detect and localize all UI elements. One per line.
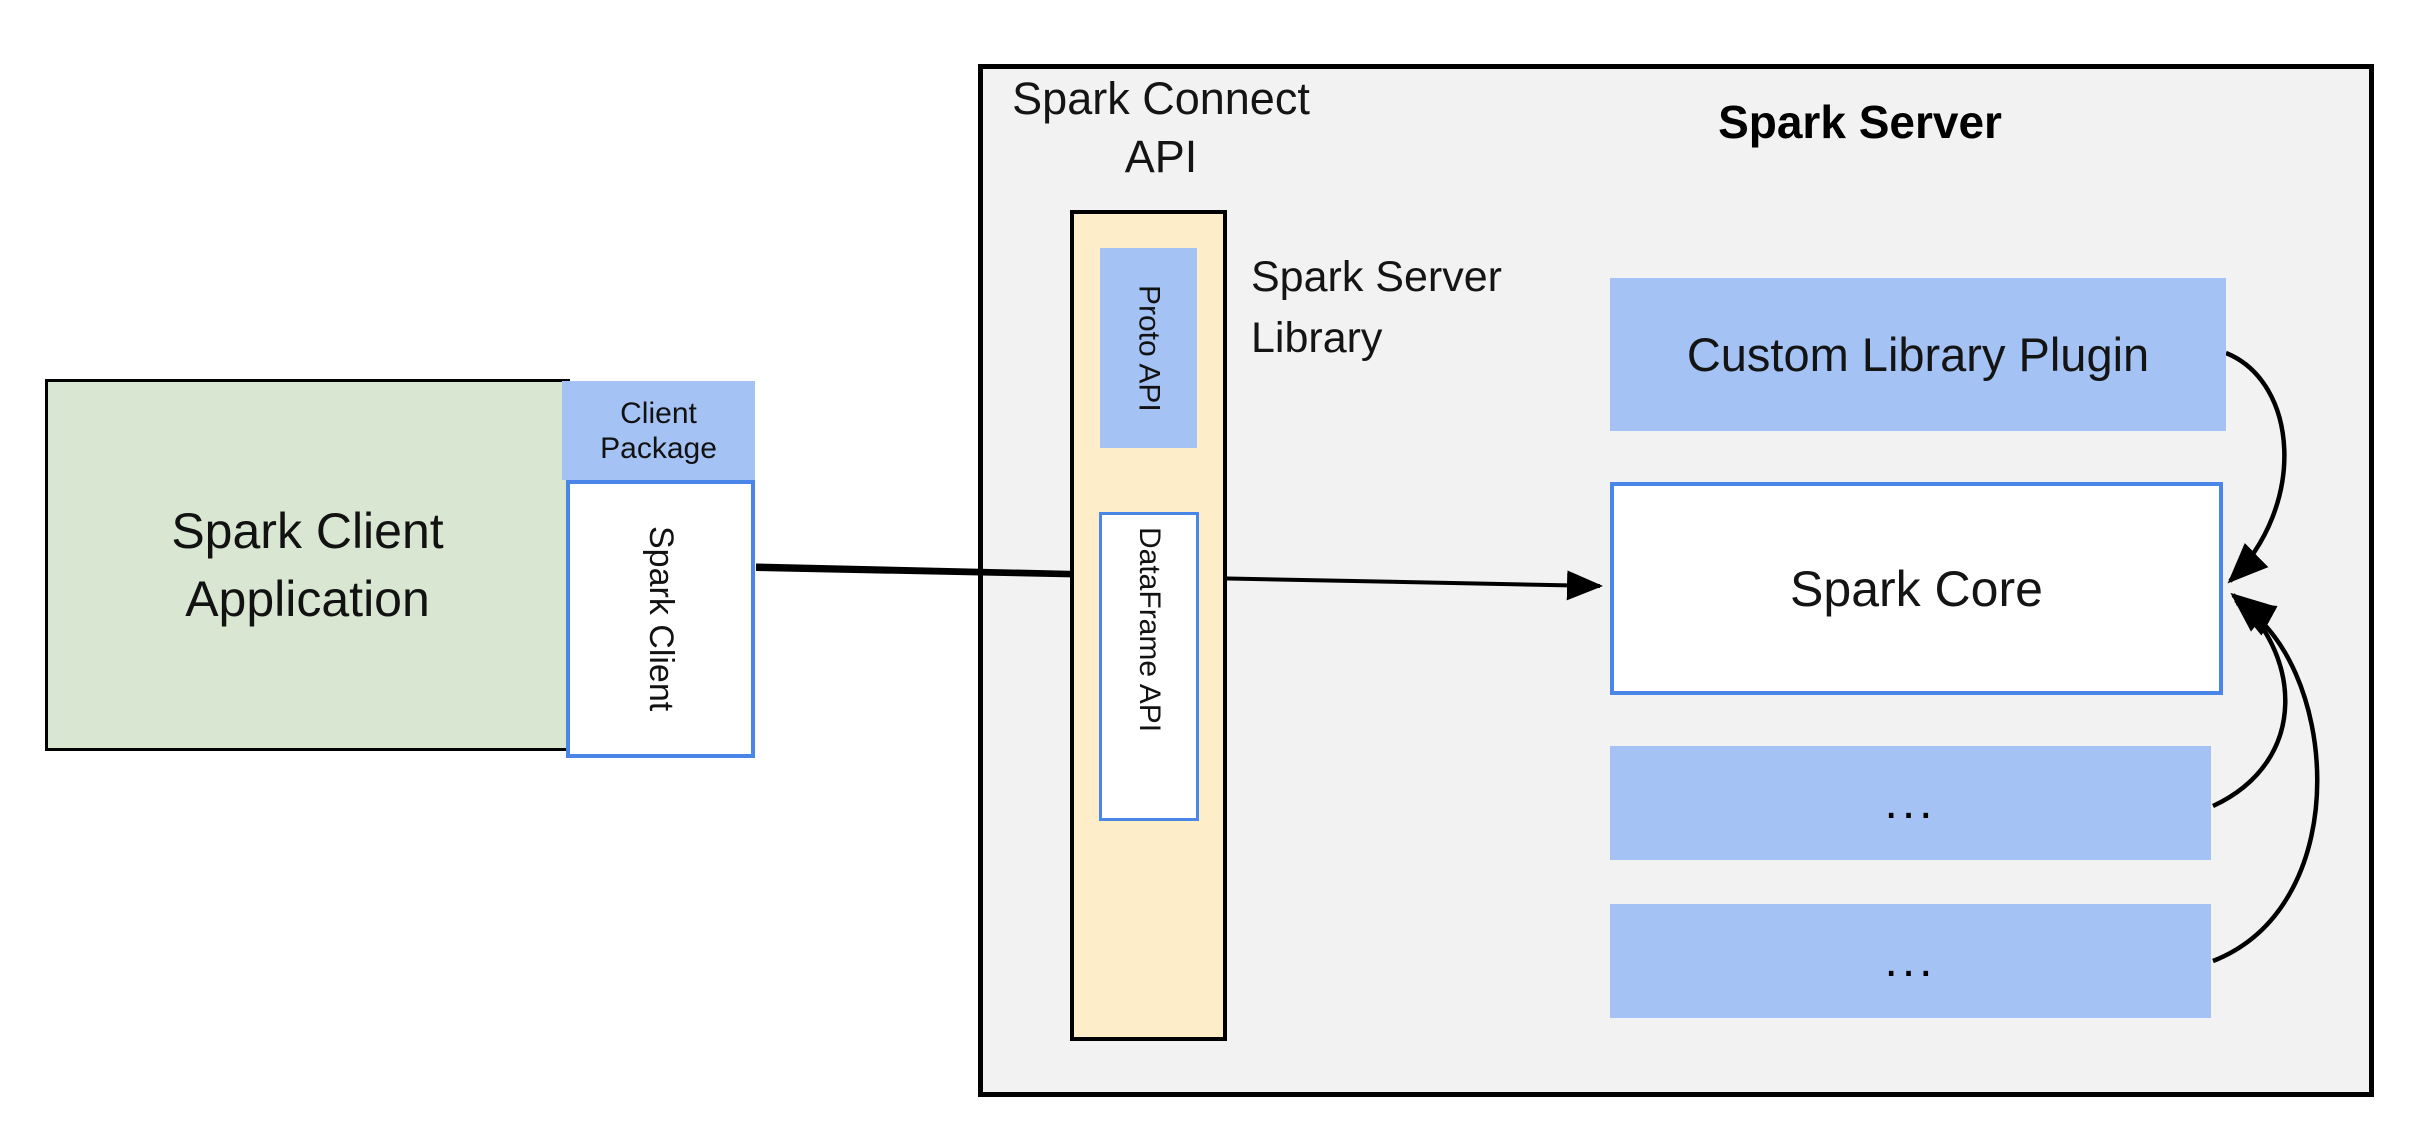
server-module-box-2: ... bbox=[1610, 904, 2211, 1018]
client-package-label-line1: Client bbox=[620, 396, 697, 430]
server-module-1-ellipsis: ... bbox=[1884, 776, 1937, 829]
dataframe-api-box: DataFrame API bbox=[1099, 512, 1199, 821]
arrow-plugin-to-core bbox=[2225, 350, 2287, 584]
arrow-module1-to-core bbox=[2212, 592, 2288, 809]
spark-client-application-label: Spark Client Application bbox=[171, 497, 443, 633]
server-module-2-ellipsis: ... bbox=[1884, 934, 1937, 987]
spark-client-application-label-line1: Spark Client bbox=[171, 503, 444, 559]
client-package-label-line2: Package bbox=[600, 431, 717, 465]
proto-api-label: Proto API bbox=[1132, 284, 1166, 412]
proto-api-box: Proto API bbox=[1100, 248, 1197, 448]
arrow-module2-to-core bbox=[2212, 601, 2320, 964]
custom-library-plugin-label: Custom Library Plugin bbox=[1686, 328, 2150, 381]
spark-server-library-label: Spark Server Library bbox=[1251, 247, 1671, 369]
spark-connect-api-title-line2: API bbox=[1124, 131, 1198, 182]
spark-connect-api-title-line1: Spark Connect bbox=[1012, 73, 1310, 124]
custom-library-plugin-box: Custom Library Plugin bbox=[1610, 278, 2226, 431]
spark-client-application-label-line2: Application bbox=[185, 571, 430, 627]
spark-server-library-label-line2: Library bbox=[1251, 314, 1383, 362]
spark-client-label: Spark Client bbox=[642, 526, 680, 712]
server-module-box-1: ... bbox=[1610, 746, 2211, 860]
spark-server-title: Spark Server bbox=[1718, 96, 2002, 148]
client-package-box: Client Package bbox=[562, 381, 755, 480]
spark-client-box: Spark Client bbox=[566, 480, 755, 758]
dataframe-api-label: DataFrame API bbox=[1133, 527, 1166, 733]
client-package-label: Client Package bbox=[600, 396, 717, 466]
spark-connect-api-title: Spark Connect API bbox=[961, 70, 1361, 186]
spark-client-application-box: Spark Client Application bbox=[45, 379, 570, 751]
spark-server-library-label-line1: Spark Server bbox=[1251, 253, 1502, 301]
arrow-client-to-core-overstroke bbox=[755, 563, 1101, 577]
spark-core-box: Spark Core bbox=[1610, 482, 2223, 695]
spark-core-label: Spark Core bbox=[1790, 560, 2043, 617]
